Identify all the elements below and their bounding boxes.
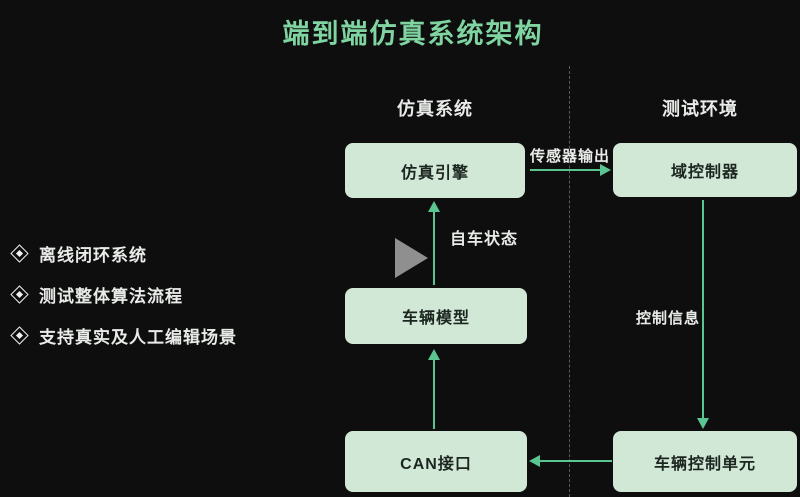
edge-can-to-model-arrowhead — [428, 349, 440, 360]
node-sim-engine: 仿真引擎 — [345, 143, 525, 198]
list-item: 测试整体算法流程 — [10, 281, 237, 307]
feature-label: 测试整体算法流程 — [39, 286, 183, 306]
node-domain-controller-label: 域控制器 — [670, 164, 739, 181]
feature-list: 离线闭环系统 测试整体算法流程 支持真实及人工编辑场景 — [10, 240, 237, 363]
column-header-test-environment: 测试环境 — [662, 99, 738, 119]
diamond-bullet-icon — [10, 243, 29, 263]
node-sim-engine-label: 仿真引擎 — [400, 164, 469, 182]
node-can-interface: CAN接口 — [345, 431, 527, 492]
list-item: 支持真实及人工编辑场景 — [10, 322, 237, 348]
feature-label: 支持真实及人工编辑场景 — [39, 327, 237, 347]
node-domain-controller: 域控制器 — [613, 143, 797, 197]
edge-vcu-to-can-line — [538, 460, 612, 462]
edge-vcu-to-can-arrowhead — [529, 455, 540, 467]
edge-ego-state-arrowhead — [428, 201, 440, 212]
edge-label-sensor-output: 传感器输出 — [530, 148, 611, 165]
edge-ego-state-line — [433, 210, 435, 285]
diamond-bullet-icon — [10, 284, 29, 304]
edge-label-control-info: 控制信息 — [636, 310, 701, 327]
list-item: 离线闭环系统 — [10, 240, 237, 266]
node-can-interface-label: CAN接口 — [400, 455, 472, 473]
edge-control-info-line — [702, 200, 704, 420]
edge-can-to-model-line — [433, 358, 435, 429]
page-title: 端到端仿真系统架构 — [282, 19, 544, 49]
edge-control-info-arrowhead — [697, 418, 709, 429]
node-vehicle-model-label: 车辆模型 — [401, 310, 470, 327]
column-header-simulation-system: 仿真系统 — [397, 99, 473, 119]
edge-sensor-output-line — [530, 169, 602, 171]
edge-label-ego-state: 自车状态 — [450, 231, 519, 248]
node-vehicle-control-unit-label: 车辆控制单元 — [653, 455, 756, 473]
column-divider-dashed-line — [569, 66, 570, 497]
play-icon[interactable] — [395, 238, 428, 278]
node-vehicle-control-unit: 车辆控制单元 — [613, 431, 797, 492]
node-vehicle-model: 车辆模型 — [345, 288, 527, 344]
edge-sensor-output-arrowhead — [600, 164, 611, 176]
feature-label: 离线闭环系统 — [39, 245, 147, 265]
diamond-bullet-icon — [10, 325, 29, 345]
